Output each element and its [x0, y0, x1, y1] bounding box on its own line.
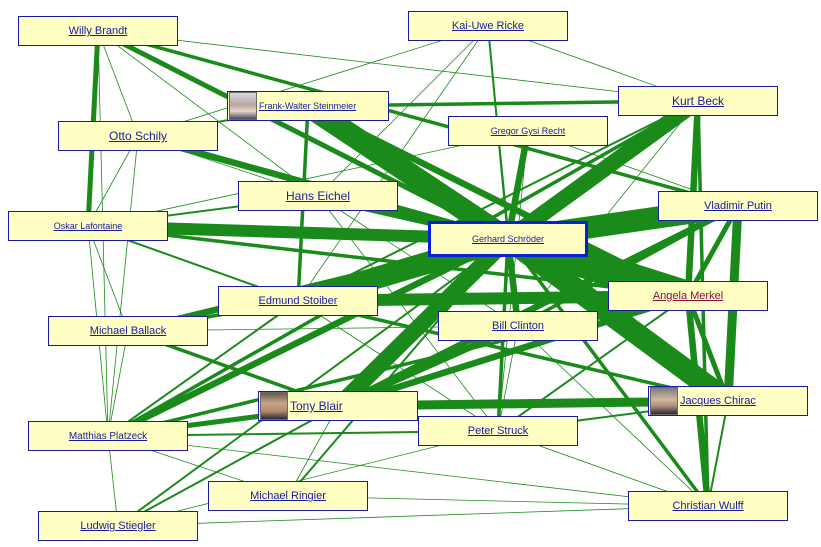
edge-gerhard-schroeder-matthias-platzeck — [106, 236, 510, 439]
node-kai-uwe-ricke[interactable]: Kai-Uwe Ricke — [408, 11, 568, 41]
node-label: Ludwig Stiegler — [80, 520, 156, 532]
node-oskar-lafontaine[interactable]: Oskar Lafontaine — [8, 211, 168, 241]
edge-kai-uwe-ricke-bill-clinton — [487, 25, 519, 327]
edge-vladimir-putin-tony-blair — [336, 203, 740, 409]
edge-peter-struck-edmund-stoiber — [297, 300, 499, 432]
edge-willy-brandt-kurt-beck — [97, 30, 699, 102]
node-label: Jacques Chirac — [680, 395, 756, 407]
node-matthias-platzeck[interactable]: Matthias Platzeck — [28, 421, 188, 451]
node-label: Tony Blair — [290, 399, 343, 413]
node-label: Gregor Gysi Recht — [490, 126, 566, 136]
node-willy-brandt[interactable]: Willy Brandt — [18, 16, 178, 46]
edge-willy-brandt-otto-schily — [97, 30, 139, 137]
edge-kai-uwe-ricke-hans-eichel — [317, 25, 489, 197]
edge-kai-uwe-ricke-otto-schily — [137, 25, 489, 137]
node-otto-schily[interactable]: Otto Schily — [58, 121, 218, 151]
portrait-photo — [229, 92, 257, 120]
edge-hans-eichel-bill-clinton — [317, 195, 519, 327]
edge-kurt-beck-edmund-stoiber — [297, 100, 699, 302]
node-jacques-chirac[interactable]: Jacques Chirac — [648, 386, 808, 416]
node-frank-walter-steinmeier[interactable]: Frank-Walter Steinmeier — [227, 91, 389, 121]
portrait-photo — [260, 392, 288, 420]
edge-ludwig-stiegler-tony-blair — [117, 405, 339, 527]
edge-bill-clinton-kurt-beck — [517, 100, 699, 327]
edge-angela-merkel-jacques-chirac — [685, 295, 731, 402]
node-michael-ballack[interactable]: Michael Ballack — [48, 316, 208, 346]
node-tony-blair[interactable]: Tony Blair — [258, 391, 418, 421]
edge-peter-struck-bill-clinton — [497, 325, 519, 432]
edge-michael-ballack-matthias-platzeck — [107, 330, 129, 437]
node-peter-struck[interactable]: Peter Struck — [418, 416, 578, 446]
edge-ludwig-stiegler-christian-wulff — [117, 505, 709, 527]
node-hans-eichel[interactable]: Hans Eichel — [238, 181, 398, 211]
edge-matthias-platzeck-christian-wulff — [107, 435, 709, 507]
node-vladimir-putin[interactable]: Vladimir Putin — [658, 191, 818, 221]
edge-angela-merkel-peter-struck — [497, 295, 689, 432]
edge-gerhard-schroeder-ludwig-stiegler — [117, 238, 509, 527]
node-label: Willy Brandt — [68, 25, 128, 37]
node-label: Michael Ringier — [250, 490, 326, 502]
edge-edmund-stoiber-matthias-platzeck — [107, 300, 299, 437]
node-label: Matthias Platzeck — [68, 430, 148, 442]
node-label: Michael Ballack — [89, 325, 167, 337]
node-bill-clinton[interactable]: Bill Clinton — [438, 311, 598, 341]
edge-kai-uwe-ricke-edmund-stoiber — [297, 25, 489, 302]
node-label: Christian Wulff — [672, 500, 744, 512]
node-michael-ringier[interactable]: Michael Ringier — [208, 481, 368, 511]
edge-christian-wulff-jacques-chirac — [707, 400, 729, 507]
node-label: Kurt Beck — [671, 94, 725, 108]
edge-oskar-lafontaine-michael-ballack — [87, 225, 129, 332]
node-christian-wulff[interactable]: Christian Wulff — [628, 491, 788, 521]
node-angela-merkel[interactable]: Angela Merkel — [608, 281, 768, 311]
node-gregor-gysi-recht[interactable]: Gregor Gysi Recht — [448, 116, 608, 146]
edge-peter-struck-ludwig-stiegler — [117, 430, 499, 527]
node-label: Gerhard Schröder — [471, 234, 545, 244]
node-label: Angela Merkel — [652, 290, 724, 302]
node-label: Otto Schily — [108, 129, 168, 143]
edge-willy-brandt-hans-eichel — [97, 30, 319, 197]
edge-hans-eichel-peter-struck — [317, 195, 499, 432]
edge-gregor-gysi-recht-peter-struck — [497, 130, 529, 432]
edge-gerhard-schroeder-willy-brandt — [96, 28, 510, 242]
node-ludwig-stiegler[interactable]: Ludwig Stiegler — [38, 511, 198, 541]
edge-otto-schily-matthias-platzeck — [107, 135, 139, 437]
node-label: Kai-Uwe Ricke — [451, 20, 525, 32]
edge-gregor-gysi-recht-oskar-lafontaine — [87, 130, 529, 227]
node-edmund-stoiber[interactable]: Edmund Stoiber — [218, 286, 378, 316]
portrait-photo — [650, 387, 678, 415]
node-label: Oskar Lafontaine — [53, 221, 123, 231]
node-label: Peter Struck — [467, 425, 529, 437]
edge-vladimir-putin-willy-brandt — [97, 29, 739, 208]
node-label: Frank-Walter Steinmeier — [259, 101, 357, 111]
node-kurt-beck[interactable]: Kurt Beck — [618, 86, 778, 116]
node-label: Hans Eichel — [285, 189, 351, 203]
node-label: Bill Clinton — [492, 320, 544, 332]
node-label: Vladimir Putin — [704, 200, 772, 212]
node-gerhard-schroeder[interactable]: Gerhard Schröder — [428, 221, 588, 257]
edge-gerhard-schroeder-tony-blair — [332, 233, 514, 412]
node-label: Edmund Stoiber — [258, 295, 338, 307]
edge-gerhard-schroeder-frank-walter-steinmeier — [301, 96, 515, 249]
edge-christian-wulff-bill-clinton — [517, 325, 709, 507]
